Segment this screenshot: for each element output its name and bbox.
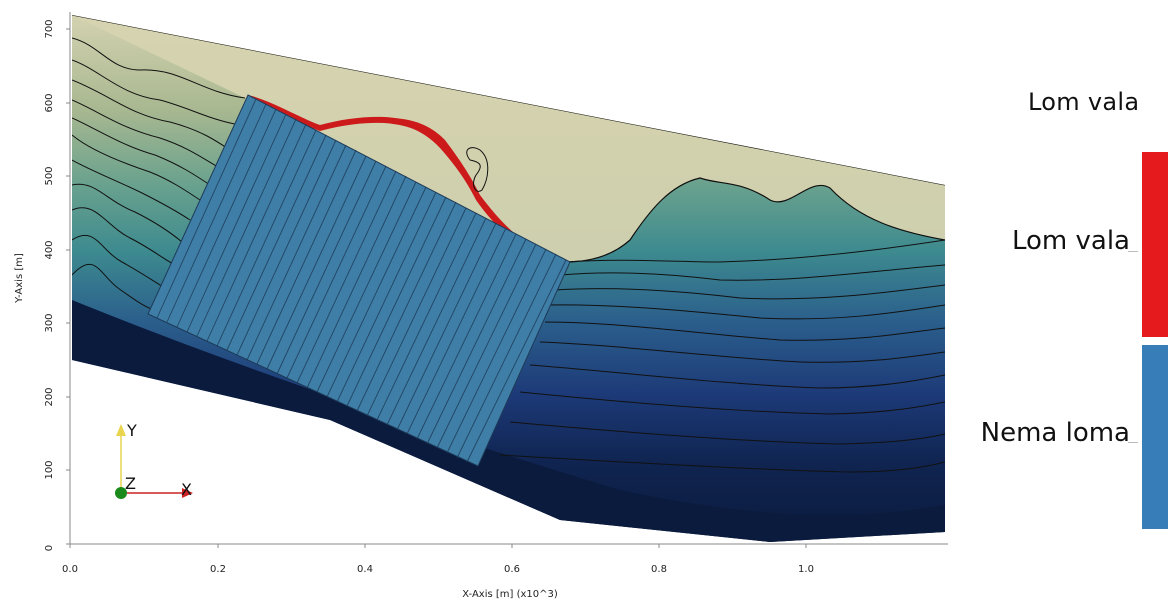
legend-label-failure: Lom vala — [1011, 226, 1130, 256]
x-tick-label: 0.6 — [504, 564, 520, 575]
y-tick-labels: 0 100 200 300 400 500 600 700 — [44, 19, 55, 551]
y-tick-label: 400 — [44, 240, 55, 259]
orientation-axes: Y Z X — [115, 421, 193, 499]
block-grid — [147, 94, 571, 467]
legend-title: Lom vala — [1028, 88, 1140, 116]
loop-contour — [466, 147, 489, 192]
y-tick-label: 300 — [44, 313, 55, 332]
y-arrow-icon — [116, 424, 126, 436]
x-arrow-icon — [182, 488, 193, 498]
y-tick-label: 200 — [44, 387, 55, 406]
x-tick-label: 0.2 — [210, 564, 226, 575]
y-tick-label: 500 — [44, 166, 55, 185]
orientation-y-label: Y — [126, 421, 137, 440]
legend-tick — [1128, 251, 1138, 252]
y-tick-label: 600 — [44, 93, 55, 112]
y-tick-marks — [66, 28, 70, 545]
surface-top — [72, 15, 945, 262]
x-tick-label: 0.0 — [62, 564, 78, 575]
legend-tick — [1128, 442, 1138, 443]
x-tick-label: 1.0 — [798, 564, 814, 575]
z-axis-icon — [115, 487, 127, 499]
bedrock-layer — [72, 300, 945, 542]
x-tick-label: 0.8 — [651, 564, 667, 575]
legend-swatch-no-failure — [1142, 345, 1168, 529]
orientation-z-label: Z — [125, 474, 136, 493]
x-axis-title: X-Axis [m] (x10^3) — [462, 589, 558, 600]
y-axis-title: Y-Axis [m] — [14, 253, 25, 304]
contour-lines — [72, 15, 945, 473]
y-tick-label: 0 — [44, 545, 55, 551]
plot-axes — [69, 12, 948, 545]
y-tick-label: 700 — [44, 19, 55, 38]
x-tick-marks — [69, 544, 807, 548]
orientation-x-label: X — [181, 480, 192, 499]
x-tick-labels: 0.0 0.2 0.4 0.6 0.8 1.0 — [62, 564, 814, 575]
legend-label-no-failure: Nema loma — [980, 418, 1130, 448]
y-tick-label: 100 — [44, 460, 55, 479]
legend-swatch-failure — [1142, 152, 1168, 337]
x-tick-label: 0.4 — [357, 564, 373, 575]
